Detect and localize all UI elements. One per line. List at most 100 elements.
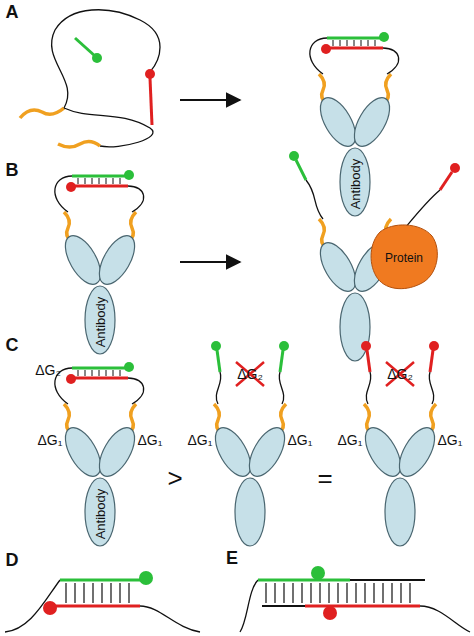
base-pair xyxy=(310,583,311,603)
base-pair xyxy=(301,583,302,603)
open-strands xyxy=(289,151,460,289)
duplex-detail xyxy=(240,566,470,632)
antibody-label: Antibody xyxy=(94,489,107,540)
energy-label: ΔG₁ xyxy=(38,433,63,447)
open-strands xyxy=(211,341,439,404)
panel-letter: E xyxy=(226,549,238,567)
energy-label: ΔG₁ xyxy=(188,433,213,447)
base-pair xyxy=(85,178,86,184)
base-pair xyxy=(361,40,362,46)
strand xyxy=(310,38,327,74)
base-pair xyxy=(120,370,121,376)
base-pair xyxy=(382,583,383,603)
base-pair xyxy=(120,178,121,184)
antibody xyxy=(58,212,142,354)
fluorophore xyxy=(124,170,134,180)
base-pair xyxy=(92,370,93,376)
strand xyxy=(55,176,72,212)
base-pair xyxy=(65,583,66,603)
comparison-sign: > xyxy=(167,465,182,491)
antibody xyxy=(358,404,442,546)
base-pair xyxy=(400,583,401,603)
base-pair xyxy=(274,583,275,603)
duplex-detail xyxy=(5,571,200,632)
base-pair xyxy=(74,583,75,603)
energy-label: ΔG₁ xyxy=(438,433,463,447)
quencher xyxy=(321,44,331,54)
base-pair xyxy=(99,370,100,376)
base-pair xyxy=(355,583,356,603)
energy-label: ΔG₂ xyxy=(387,367,413,381)
energy-label: ΔG₂ xyxy=(237,367,263,381)
comparison-sign: = xyxy=(317,465,332,491)
strand xyxy=(128,186,144,212)
base-pair xyxy=(364,583,365,603)
arrow xyxy=(180,261,240,263)
strand xyxy=(128,378,144,404)
energy-label: ΔG₁ xyxy=(288,433,313,447)
base-pair xyxy=(106,178,107,184)
green-stem xyxy=(72,367,126,370)
base-pair xyxy=(319,583,320,603)
base-pair xyxy=(265,583,266,603)
quencher xyxy=(66,374,76,384)
base-pair xyxy=(92,178,93,184)
base-pair xyxy=(373,583,374,603)
base-pair xyxy=(337,583,338,603)
base-pair xyxy=(99,178,100,184)
green-stem xyxy=(327,37,381,40)
base-pair xyxy=(110,583,111,603)
antibody-label: Antibody xyxy=(94,297,107,348)
base-pair xyxy=(328,583,329,603)
panel-letter: C xyxy=(6,336,19,354)
antibody-label: Antibody xyxy=(349,159,362,210)
base-pair xyxy=(119,583,120,603)
base-pair xyxy=(106,370,107,376)
base-pair xyxy=(340,40,341,46)
green-stem xyxy=(72,175,126,178)
base-pair xyxy=(78,370,79,376)
hairpin-duplex xyxy=(310,32,399,74)
base-pair xyxy=(347,40,348,46)
energy-label: ΔG₂ xyxy=(35,363,61,377)
base-pair xyxy=(391,583,392,603)
red-stem xyxy=(329,47,383,50)
base-pair xyxy=(333,40,334,46)
antibody xyxy=(58,404,142,546)
strand xyxy=(383,48,399,74)
energy-label: ΔG₁ xyxy=(138,433,163,447)
base-pair xyxy=(113,178,114,184)
base-pair xyxy=(368,40,369,46)
red-stem xyxy=(74,185,128,188)
fluorophore xyxy=(124,362,134,372)
antibody xyxy=(208,404,292,546)
fluorophore xyxy=(379,32,389,42)
base-pair xyxy=(101,583,102,603)
base-pair xyxy=(85,370,86,376)
base-pair xyxy=(113,370,114,376)
hairpin-duplex xyxy=(55,362,144,404)
base-pair xyxy=(92,583,93,603)
base-pair xyxy=(128,583,129,603)
base-pair xyxy=(292,583,293,603)
base-pair xyxy=(346,583,347,603)
red-stem xyxy=(74,377,128,380)
base-pair xyxy=(409,583,410,603)
base-pair xyxy=(375,40,376,46)
panel-letter: D xyxy=(6,551,19,569)
energy-label: ΔG₁ xyxy=(338,433,363,447)
antibody xyxy=(313,74,397,216)
arrow xyxy=(180,99,240,101)
base-pair xyxy=(78,178,79,184)
hairpin-duplex xyxy=(55,170,144,212)
panel-letter: B xyxy=(6,161,19,179)
quencher xyxy=(66,182,76,192)
base-pair xyxy=(283,583,284,603)
base-pair xyxy=(83,583,84,603)
panel-letter: A xyxy=(6,3,19,21)
base-pair xyxy=(354,40,355,46)
protein-label: Protein xyxy=(385,252,423,264)
free-aptamer-strand xyxy=(20,10,160,147)
